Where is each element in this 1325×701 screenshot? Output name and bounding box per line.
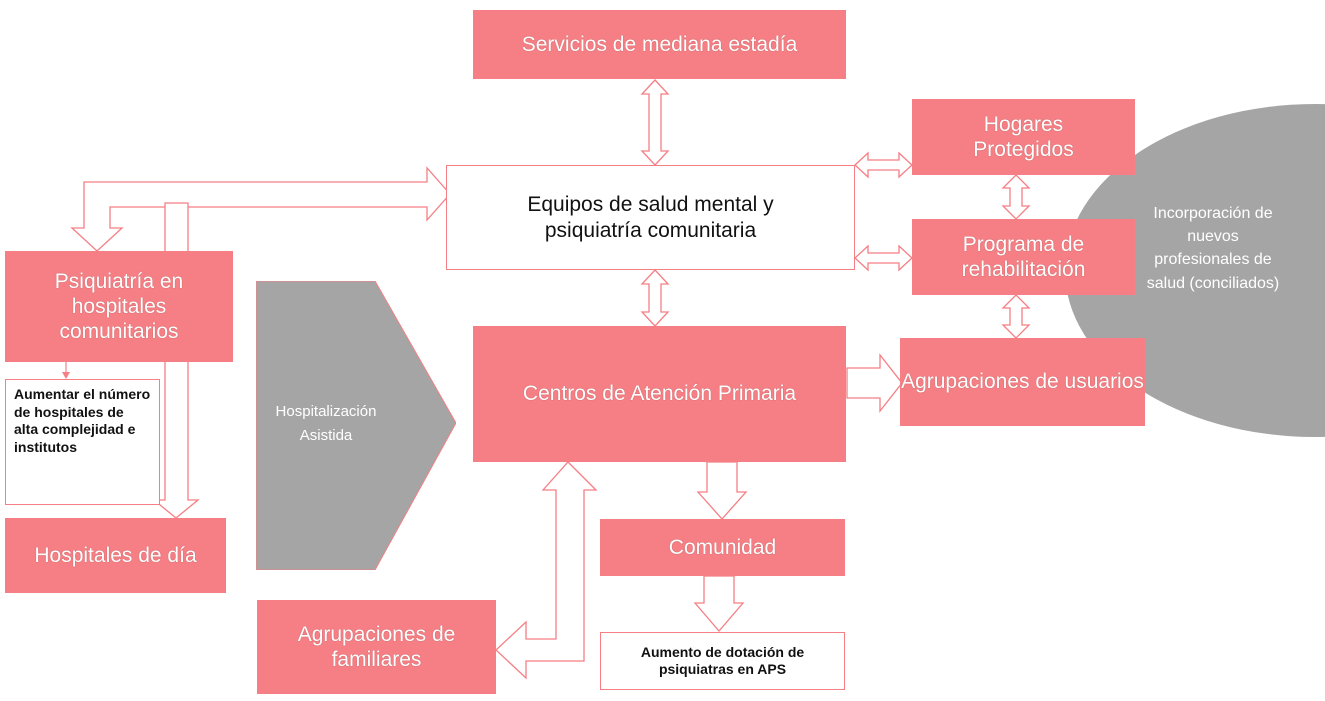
node-agrupaciones-usuarios: Agrupaciones de usuarios <box>900 338 1145 426</box>
node-aumento-dotacion: Aumento de dotación de psiquiatras en AP… <box>600 632 845 690</box>
node-agrupaciones-familiares: Agrupaciones de familiares <box>257 600 496 694</box>
arrow-equipos-hogares <box>854 151 913 179</box>
hospitalizacion-label: Hospitalización Asistida <box>275 403 377 444</box>
small-arrowhead <box>62 372 70 379</box>
incorporacion-label: Incorporación de nuevos profesionales de… <box>1146 205 1280 292</box>
arrow-centros-usuarios <box>846 353 903 413</box>
arrow-hogares-programa <box>1001 174 1031 220</box>
arrow-centros-comunidad <box>696 461 748 520</box>
arrow-programa-usuarios <box>1001 294 1031 339</box>
arrow-equipos-programa <box>854 244 913 272</box>
node-programa-rehabilitacion: Programa de rehabilitación <box>912 219 1135 295</box>
hospitalizacion-shape <box>256 281 456 570</box>
node-centros-aps: Centros de Atención Primaria <box>473 326 846 462</box>
node-dotacion-label: Aumento de dotación de psiquiatras en AP… <box>640 643 805 678</box>
node-mediana-estadia: Servicios de mediana estadía <box>473 10 846 79</box>
node-hospitales-dia: Hospitales de día <box>5 518 226 593</box>
arrow-centros-familiares <box>495 461 598 680</box>
node-familiares-label: Agrupaciones de familiares <box>297 622 456 671</box>
node-comunidad: Comunidad <box>600 519 845 576</box>
node-hogares-label: Hogares Protegidos <box>973 112 1074 161</box>
node-hogares-protegidos: Hogares Protegidos <box>912 99 1135 175</box>
arrow-comunidad-dotacion <box>693 575 745 632</box>
node-psiquiatria-hospitales: Psiquiatría en hospitales comunitarios <box>5 251 233 362</box>
node-aumentar-hospitales: Aumentar el número de hospitales de alta… <box>5 379 160 505</box>
node-equipos-salud-mental: Equipos de salud mental y psiquiatría co… <box>446 165 855 270</box>
arrow-psiquiatria-equipos <box>70 166 451 252</box>
node-programa-label: Programa de rehabilitación <box>961 232 1086 281</box>
node-psiquiatria-label: Psiquiatría en hospitales comunitarios <box>54 269 184 344</box>
arrow-mediana-equipos <box>640 79 670 166</box>
node-equipos-label: Equipos de salud mental y psiquiatría co… <box>527 193 774 242</box>
arrow-equipos-centros <box>640 269 670 327</box>
